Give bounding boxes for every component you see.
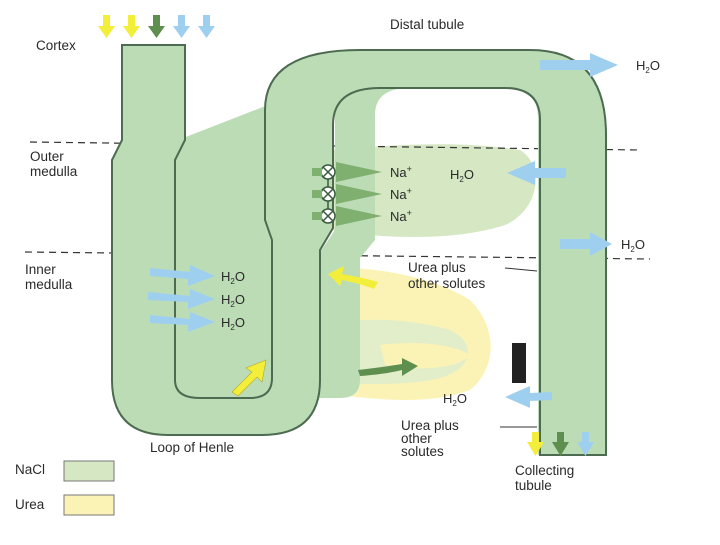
water-arrow-collecting-lower [505, 386, 552, 408]
cortex-input-arrows [98, 15, 215, 38]
h2o-collecting-lower: H2O [443, 391, 467, 408]
sodium-pump-1 [312, 162, 382, 182]
loop-of-henle-tube [111, 44, 607, 456]
leader-lines [500, 267, 538, 428]
nacl-down-arrow [148, 15, 165, 38]
sodium-pump-3 [312, 206, 382, 226]
water-arrow-loop-3 [150, 312, 215, 332]
sodium-labels: Na+ Na+ Na+ [390, 164, 412, 224]
nacl-gradient-region [330, 144, 536, 237]
cortex-label: Cortex [36, 38, 76, 53]
loop-of-henle-label: Loop of Henle [150, 440, 234, 455]
urea-down-arrow-2 [123, 15, 140, 38]
nephron-tubule [112, 47, 605, 455]
water-down-arrow-2 [198, 15, 215, 38]
collecting-nacl-arrow [552, 432, 569, 456]
urea-arrows [231, 266, 418, 397]
h2o-loop-1: H2O [221, 269, 245, 286]
legend-nacl-swatch [63, 460, 115, 482]
sodium-pump-2 [312, 184, 382, 204]
urea-lower-label-2: other [401, 431, 432, 446]
urea-upper-label-2: other solutes [408, 276, 486, 291]
svg-text:Na+: Na+ [390, 164, 412, 180]
water-arrow-loop-1 [150, 265, 215, 286]
svg-text:Na+: Na+ [390, 186, 412, 202]
outer-medulla-label-2: medulla [30, 164, 78, 179]
water-arrow-outer-medulla [507, 161, 566, 185]
urea-upper-label-1: Urea plus [408, 260, 466, 275]
urea-lower-label-3: solutes [401, 444, 444, 459]
urea-arrow-upper [328, 266, 378, 289]
svg-text:Na+: Na+ [390, 208, 412, 224]
legend: NaCl Urea [15, 460, 115, 516]
h2o-loop-3: H2O [221, 315, 245, 332]
legend-urea-label: Urea [15, 497, 45, 512]
h2o-collecting-upper: H2O [621, 237, 645, 254]
h2o-distal: H2O [636, 58, 660, 75]
inner-medulla-label-2: medulla [25, 277, 73, 292]
transport-block [512, 343, 526, 383]
collecting-water-arrow [577, 432, 594, 456]
distal-tubule-label: Distal tubule [390, 17, 464, 32]
nacl-arrow-lower [358, 358, 418, 376]
collecting-tubule-label-1: Collecting [515, 463, 574, 478]
collecting-output-arrows [527, 432, 594, 456]
legend-nacl-label: NaCl [15, 462, 45, 477]
h2o-loop-2: H2O [221, 292, 245, 309]
inner-medulla-label-1: Inner [25, 262, 56, 277]
urea-lower-label-1: Urea plus [401, 418, 459, 433]
collecting-urea-arrow [527, 432, 544, 456]
water-arrows [148, 53, 618, 408]
water-labels: H2O H2O H2O H2O H2O H2O H2O [221, 58, 660, 408]
water-arrow-collecting-upper [560, 232, 612, 256]
legend-urea-swatch [63, 494, 115, 516]
urea-down-arrow-1 [98, 15, 115, 38]
collecting-tubule-label-2: tubule [515, 478, 552, 493]
h2o-outer: H2O [450, 167, 474, 184]
water-arrow-loop-2 [148, 289, 215, 309]
sodium-pumps [312, 162, 382, 226]
outer-medulla-label-1: Outer [30, 149, 64, 164]
urea-arrow-upward [231, 359, 267, 397]
water-down-arrow-1 [173, 15, 190, 38]
water-arrow-distal [540, 53, 618, 77]
